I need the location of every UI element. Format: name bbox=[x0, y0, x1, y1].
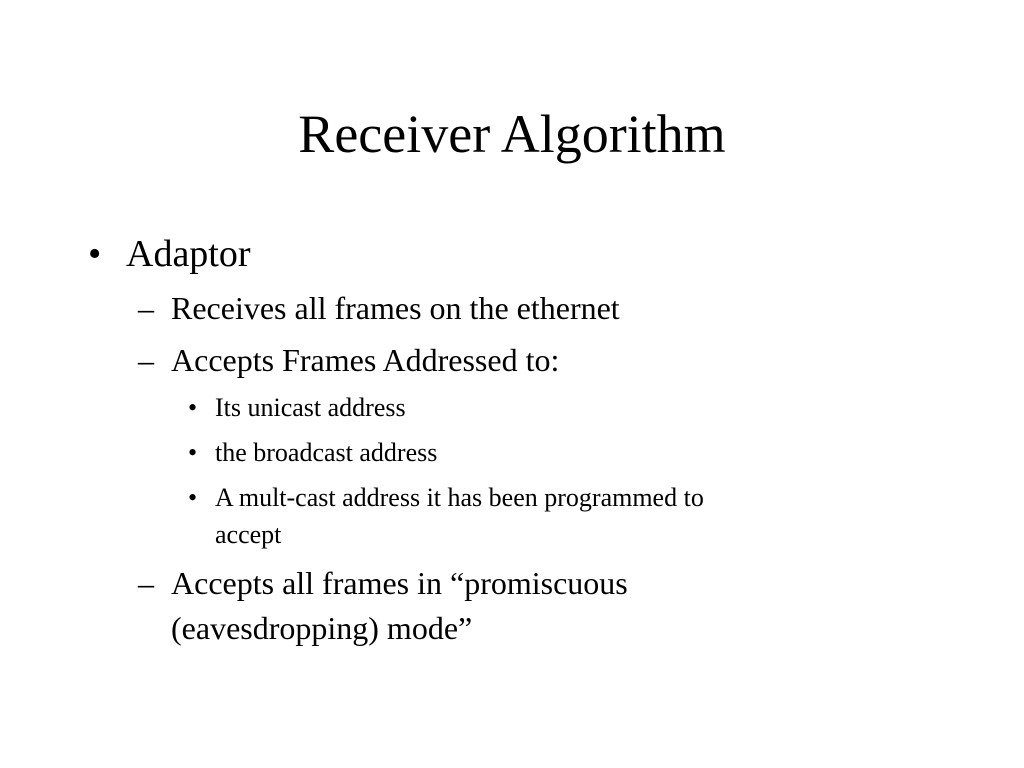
list-item-text: the broadcast address bbox=[215, 438, 438, 467]
list-item-adaptor: • Adaptor bbox=[88, 232, 488, 276]
dash-marker: – bbox=[138, 565, 154, 601]
list-item-text: Accepts Frames Addressed to: bbox=[171, 342, 560, 378]
list-item-promiscuous-mode-continued: (eavesdropping) mode” bbox=[171, 610, 671, 647]
bullet-marker: • bbox=[188, 438, 198, 467]
bullet-marker: • bbox=[88, 233, 102, 275]
list-item-text: Accepts all frames in “promiscuous bbox=[171, 565, 628, 601]
list-item-text: Receives all frames on the ethernet bbox=[171, 290, 620, 326]
list-item-receives-all-frames: – Receives all frames on the ethernet bbox=[138, 290, 838, 327]
list-item-text: accept bbox=[215, 520, 282, 549]
list-item-multicast-address: • A mult-cast address it has been progra… bbox=[188, 480, 888, 516]
list-item-multicast-address-continued: accept bbox=[215, 517, 515, 553]
list-item-accepts-frames-addressed: – Accepts Frames Addressed to: bbox=[138, 342, 838, 379]
list-item-text: (eavesdropping) mode” bbox=[171, 610, 473, 646]
list-item-unicast-address: • Its unicast address bbox=[188, 390, 888, 426]
bullet-marker: • bbox=[188, 483, 198, 512]
dash-marker: – bbox=[138, 342, 154, 378]
list-item-text: Its unicast address bbox=[215, 393, 406, 422]
list-item-text: Adaptor bbox=[126, 233, 251, 275]
dash-marker: – bbox=[138, 290, 154, 326]
list-item-text: A mult-cast address it has been programm… bbox=[215, 483, 704, 512]
bullet-marker: • bbox=[188, 393, 198, 422]
list-item-promiscuous-mode: – Accepts all frames in “promiscuous bbox=[138, 565, 838, 602]
slide-title: Receiver Algorithm bbox=[298, 104, 726, 164]
list-item-broadcast-address: • the broadcast address bbox=[188, 435, 888, 471]
